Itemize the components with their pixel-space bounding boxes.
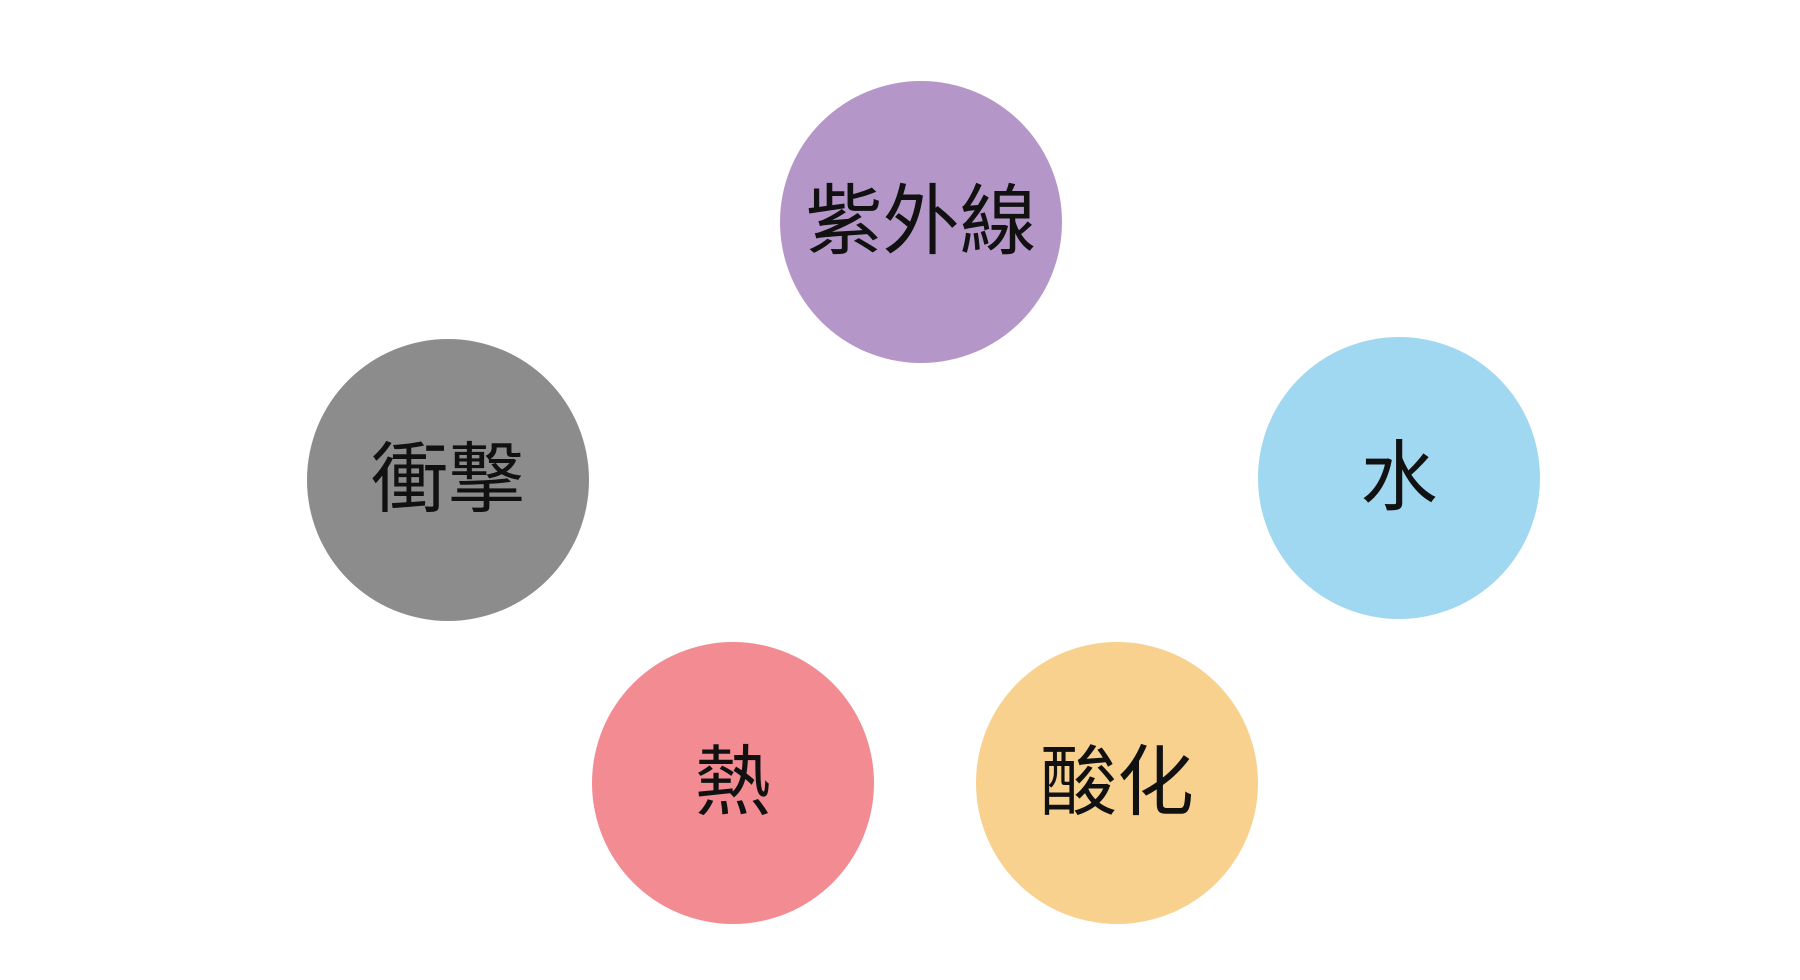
oxidation-label: 酸化 (1040, 738, 1194, 828)
oxidation-circle: 酸化 (976, 642, 1258, 924)
uv-circle: 紫外線 (780, 81, 1062, 363)
uv-label: 紫外線 (805, 177, 1037, 267)
water-label: 水 (1360, 433, 1438, 523)
impact-circle: 衝撃 (307, 339, 589, 621)
heat-circle: 熱 (592, 642, 874, 924)
water-circle: 水 (1258, 337, 1540, 619)
impact-label: 衝撃 (371, 435, 525, 525)
heat-label: 熱 (694, 738, 772, 828)
